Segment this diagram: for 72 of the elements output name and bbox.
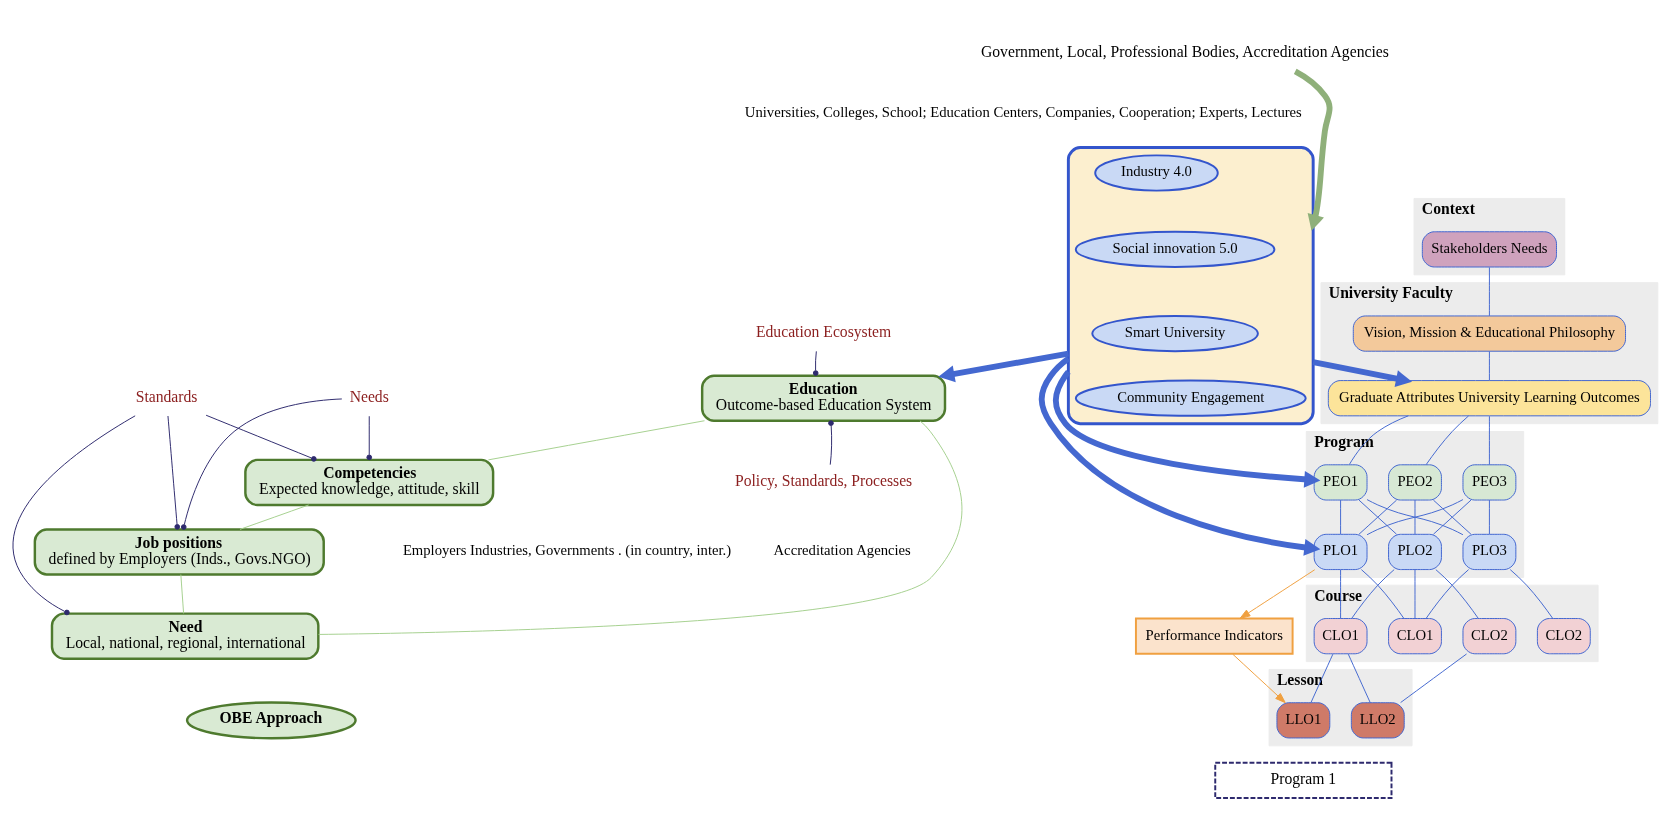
node-box: CLO2: [1536, 617, 1591, 654]
connector: [1435, 568, 1479, 619]
node-box: PEO3: [1462, 463, 1517, 501]
connector: [1351, 568, 1395, 619]
node-box: CLO2: [1462, 617, 1517, 654]
connector: [180, 397, 343, 530]
connector: [1310, 653, 1334, 703]
node-text: Government, Local, Professional Bodies, Accreditation Agencies: [980, 42, 1389, 60]
arrow: [1239, 568, 1316, 619]
node-box: PEO1: [1313, 463, 1368, 501]
connector: [1340, 568, 1342, 619]
node-box: PLO3: [1462, 533, 1517, 570]
label: Universities, Colleges, School; Education Centers, Companies, Cooperation; Experts, Lectures: [744, 103, 1302, 120]
node-box: Education Outcome-based Education System: [700, 373, 947, 422]
connector: [180, 573, 185, 614]
connector: [1347, 653, 1371, 703]
connector: [812, 350, 819, 376]
node-box: Job positions defined by Employers (Inds., Govs.NGO): [33, 527, 325, 576]
connector: [1414, 568, 1416, 619]
arrow: [1232, 653, 1286, 703]
node-box: CLO1: [1313, 617, 1368, 654]
connector: [12, 414, 136, 615]
node-text: Standards: [135, 387, 198, 405]
node-box: Competencies Expected knowledge, attitude, skill: [244, 458, 495, 506]
connector: [318, 419, 963, 635]
connector: [1366, 498, 1464, 535]
node-box: Graduate Attributes University Learning Outcomes: [1327, 379, 1651, 416]
node-box: PLO2: [1388, 533, 1442, 570]
connector: [1432, 499, 1472, 535]
node-text: Education Ecosystem: [755, 322, 892, 340]
node-box: Program 1: [1214, 761, 1393, 799]
connector: [1340, 499, 1342, 534]
connector: [828, 419, 834, 465]
node-ellipse: Community Engagement: [1074, 379, 1307, 417]
node-text: Needs: [349, 387, 389, 405]
connector: [1400, 653, 1468, 703]
node-ellipse: Social innovation 5.0: [1074, 230, 1276, 268]
connector: [1488, 350, 1490, 381]
node-text: Policy, Standards, Processes: [734, 471, 913, 489]
connector: [1414, 499, 1416, 534]
node-box: PEO2: [1388, 463, 1442, 501]
connector: [1425, 414, 1470, 465]
label: Accreditation Agencies: [773, 541, 911, 558]
arrow: [1293, 68, 1333, 231]
node-ellipse: Industry 4.0: [1094, 153, 1219, 192]
arrow: [1038, 355, 1321, 556]
connector: [1425, 568, 1470, 619]
arrow: [1052, 369, 1321, 488]
node-box: Performance Indicators: [1134, 617, 1294, 655]
connector: [1488, 499, 1490, 534]
connector: [1509, 568, 1554, 619]
connector: [1360, 568, 1405, 619]
node-box: Vision, Mission & Educational Philosophy: [1352, 314, 1626, 352]
node-box: CLO1: [1388, 617, 1442, 654]
connector: [366, 415, 373, 460]
connector: [1349, 414, 1409, 465]
connector: [1358, 499, 1398, 535]
connector: [1488, 266, 1490, 316]
node-box: Stakeholders Needs: [1421, 230, 1557, 267]
connector: [205, 414, 317, 462]
arrow: [938, 350, 1069, 382]
cluster: [1066, 145, 1315, 425]
label: Employers Industries, Governments . (in country, inter.): [402, 541, 732, 558]
node-box: LLO1: [1276, 701, 1331, 738]
connector: [487, 419, 705, 460]
node-ellipse: Smart University: [1091, 314, 1259, 352]
node-box: PLO1: [1313, 533, 1368, 570]
connector: [167, 415, 181, 530]
node-ellipse: OBE Approach: [185, 700, 357, 739]
node-box: LLO2: [1350, 701, 1405, 738]
arrow: [1312, 358, 1413, 387]
connector: [1488, 415, 1490, 465]
